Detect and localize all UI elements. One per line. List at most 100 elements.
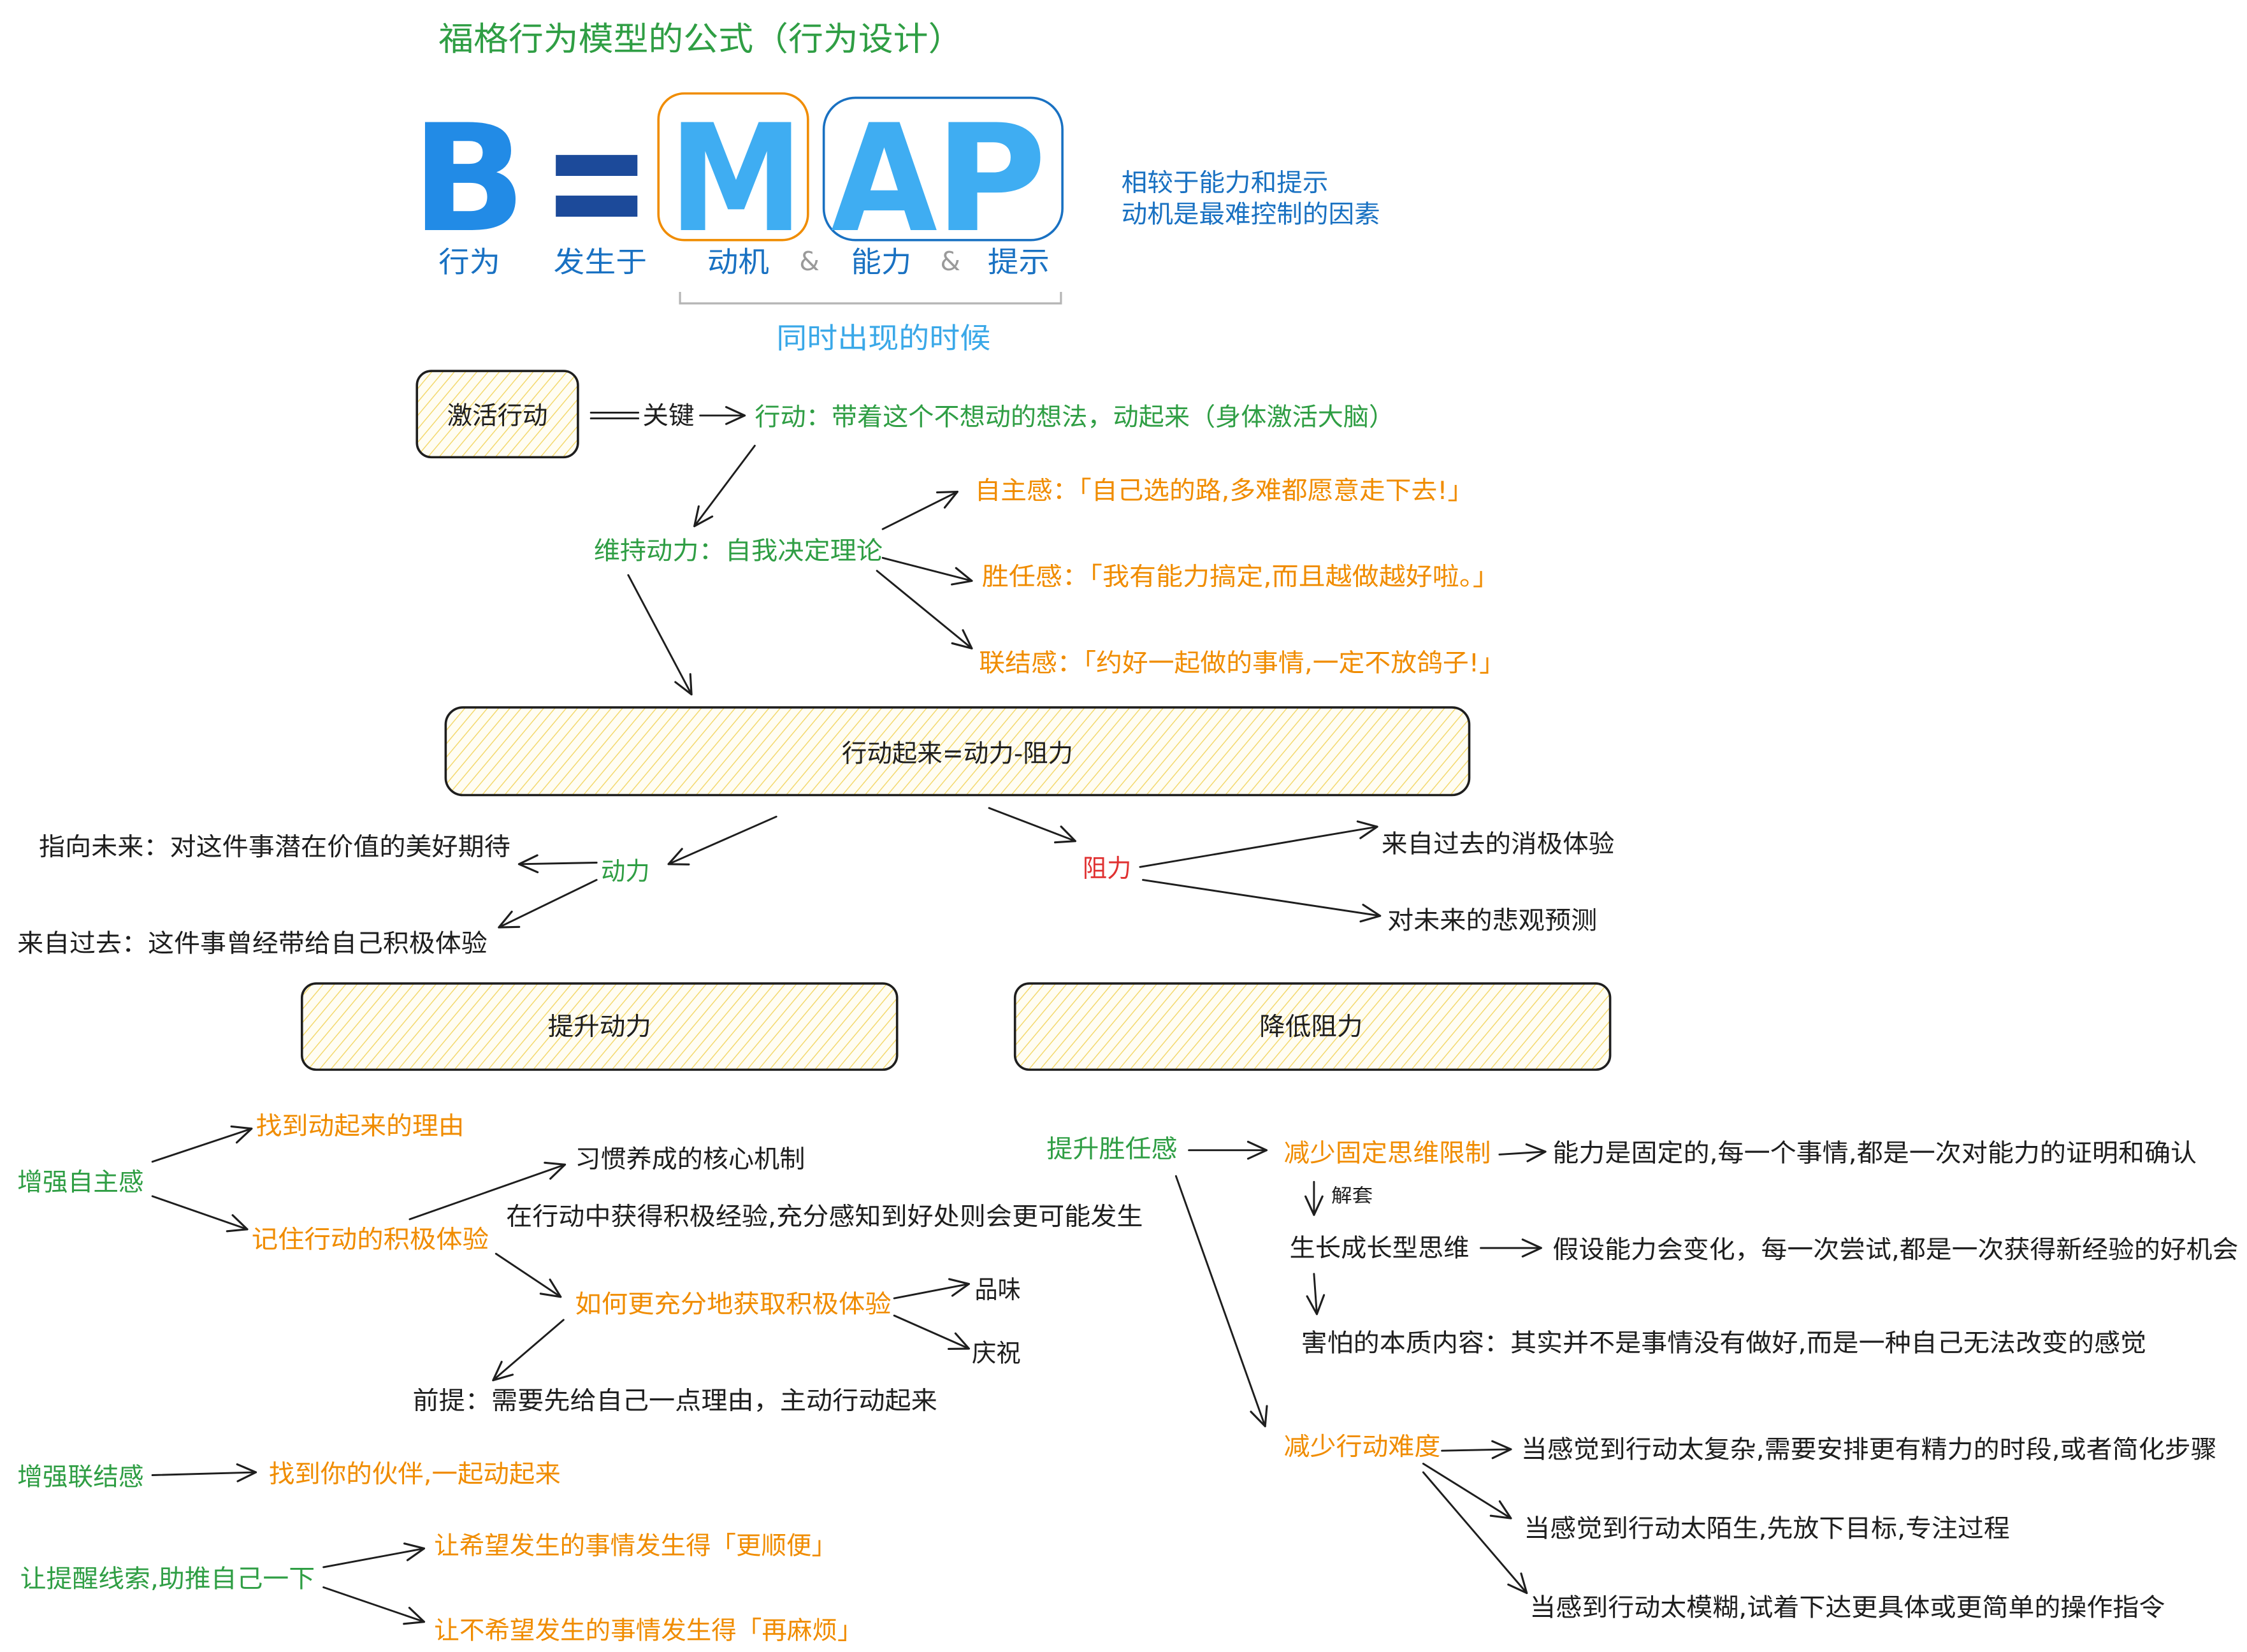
- reduce-resistance-box: [1013, 982, 1612, 1071]
- fixed-mindset-belief: 能力是固定的,每一个事情,都是一次对能力的证明和确认: [1552, 1139, 2197, 1168]
- caption-ability: 能力: [851, 245, 912, 279]
- reduce-resistance-label: 降低阻力: [1259, 1012, 1362, 1041]
- letter-m: M: [668, 92, 804, 265]
- difficulty-tip-complex: 当感觉到行动太复杂,需要安排更有精力的时段,或者简化步骤: [1521, 1435, 2217, 1464]
- resistance-source-past: 来自过去的消极体验: [1382, 830, 1614, 859]
- caption-motivation: 动机: [707, 245, 769, 279]
- arrow-difficulty-to-complex: [1441, 1440, 1512, 1460]
- relatedness-partner: 找到你的伙伴,一起动起来: [269, 1460, 561, 1489]
- prompts-label: 让提醒线索,助推自己一下: [20, 1564, 315, 1593]
- habit-core: 习惯养成的核心机制: [575, 1145, 805, 1174]
- equation-box-label: 行动起来=动力-阻力: [842, 739, 1073, 769]
- arrow-sustain-to-relatedness: [876, 570, 973, 649]
- arrow-remember-to-habit: [408, 1161, 567, 1221]
- caption-occurs: 发生于: [554, 245, 647, 279]
- prompts-harder: 让不希望发生的事情发生得「再麻烦」: [434, 1616, 862, 1646]
- resistance-source-future: 对未来的悲观预测: [1387, 906, 1597, 935]
- motivation-source-past: 来自过去：这件事曾经带给自己积极体验: [17, 929, 488, 958]
- arrow-equation-to-motivation: [667, 815, 777, 866]
- arrow-autonomy-to-reason: [151, 1125, 253, 1163]
- arrow-action-to-sustain: [693, 444, 756, 528]
- map-bracket: [679, 291, 1062, 305]
- fixed-mindset-label: 减少固定思维限制: [1284, 1139, 1491, 1168]
- need-autonomy: 自主感：「自己选的路,多难都愿意走下去!」: [975, 476, 1474, 505]
- arrow-sustain-to-equation: [627, 574, 693, 696]
- formula-note-line-2: 动机是最难控制的因素: [1122, 200, 1380, 229]
- growth-mindset-label: 生长成长型思维: [1290, 1234, 1470, 1263]
- autonomy-remember: 记住行动的积极体验: [252, 1225, 489, 1254]
- autonomy-reason: 找到动起来的理由: [256, 1112, 465, 1141]
- celebrate-label: 庆祝: [972, 1338, 1021, 1368]
- autonomy-branch: 增强自主感 找到动起来的理由 记住行动的积极体验 习惯养成的核心机制 在行动中获…: [17, 1112, 1143, 1416]
- arrow-difficulty-to-unfamiliar: [1422, 1463, 1512, 1519]
- motivation-label: 动力: [601, 857, 650, 887]
- difficulty-label: 减少行动难度: [1284, 1432, 1441, 1461]
- activate-box-label: 激活行动: [447, 401, 548, 430]
- formula-note-line-1: 相较于能力和提示: [1122, 168, 1329, 198]
- activate-connector-label: 关键: [642, 401, 694, 430]
- fear-essence: 害怕的本质内容：其实并不是事情没有做好,而是一种自己无法改变的感觉: [1301, 1329, 2146, 1358]
- bracket-label: 同时出现的时候: [776, 321, 990, 355]
- motivation-branch: 动力 指向未来：对这件事潜在价值的美好期待 来自过去：这件事曾经带给自己积极体验: [17, 815, 777, 958]
- arrow-competence-to-difficulty: [1174, 1175, 1268, 1428]
- growth-mindset-belief: 假设能力会变化，每一次尝试,都是一次获得新经验的好机会: [1552, 1235, 2238, 1264]
- autonomy-label: 增强自主感: [17, 1168, 144, 1197]
- ability-prompt-frame: [822, 96, 1064, 242]
- equation-box: [444, 706, 1471, 797]
- equals-sign: =: [542, 73, 651, 286]
- how-to-savor-experience: 如何更充分地获取积极体验: [575, 1290, 891, 1319]
- arrow-motivation-to-past: [498, 879, 598, 929]
- activate-section: 激活行动 关键 行动：带着这个不想动的想法，动起来（身体激活大脑）: [415, 370, 1394, 528]
- need-competence: 胜任感：「我有能力搞定,而且越做越好啦。」: [982, 562, 1499, 591]
- need-relatedness: 联结感：「约好一起做的事情,一定不放鸽子!」: [979, 648, 1505, 677]
- savor-label: 品味: [975, 1275, 1021, 1305]
- competence-branch: 提升胜任感 减少固定思维限制 能力是固定的,每一个事情,都是一次对能力的证明和确…: [1046, 1134, 2238, 1428]
- relatedness-branch: 增强联结感 找到你的伙伴,一起动起来: [17, 1460, 561, 1492]
- difficulty-tip-vague: 当感到行动太模糊,试着下达更具体或更简单的操作指令: [1529, 1593, 2165, 1623]
- boost-motivation-label: 提升动力: [548, 1012, 651, 1041]
- difficulty-tip-unfamiliar: 当感觉到行动太陌生,先放下目标,专注过程: [1524, 1514, 2009, 1544]
- arrow-sustain-to-autonomy: [881, 490, 959, 530]
- arrow-autonomy-to-remember: [151, 1195, 249, 1233]
- arrow-prompts-to-easier: [322, 1542, 426, 1569]
- prompts-easier: 让希望发生的事情发生得「更顺便」: [434, 1532, 837, 1561]
- caption-behavior: 行为: [438, 245, 500, 279]
- arrow-sustain-to-competence: [881, 556, 973, 586]
- arrow-relatedness-to-partner: [151, 1463, 257, 1482]
- arrow-remember-to-how: [495, 1252, 562, 1298]
- difficulty-branch: 减少行动难度 当感觉到行动太复杂,需要安排更有精力的时段,或者简化步骤 当感觉到…: [1284, 1432, 2217, 1623]
- habit-note: 在行动中获得积极经验,充分感知到好处则会更可能发生: [506, 1202, 1143, 1231]
- arrow-fixed-mindset-to-belief: [1498, 1143, 1547, 1163]
- prompts-branch: 让提醒线索,助推自己一下 让希望发生的事情发生得「更顺便」 让不希望发生的事情发…: [20, 1532, 863, 1646]
- arrow-motivation-to-future: [517, 854, 598, 874]
- boost-motivation-box: [300, 982, 899, 1071]
- letter-a: A: [831, 92, 937, 265]
- arrow-growth-to-fear: [1306, 1273, 1326, 1315]
- competence-label: 提升胜任感: [1046, 1134, 1177, 1164]
- formula: B = M A P 行为 发生于 动机 & 能力 & 提示 同时出现的时候 相较…: [411, 73, 1380, 355]
- letter-p: P: [934, 92, 1046, 265]
- activate-box: [415, 370, 579, 459]
- ampersand-1: &: [799, 246, 820, 277]
- arrow-how-to-premise: [492, 1319, 565, 1382]
- arrow-equation-to-resistance: [988, 807, 1076, 844]
- ampersand-2: &: [940, 246, 960, 277]
- sustain-label: 维持动力：自我决定理论: [594, 537, 883, 566]
- arrow-resistance-to-future: [1141, 879, 1382, 923]
- arrow-how-to-savor: [893, 1278, 971, 1300]
- motivation-frame: [657, 92, 809, 242]
- arrow-difficulty-to-vague: [1422, 1471, 1528, 1595]
- diagram-title: 福格行为模型的公式（行为设计）: [438, 20, 963, 59]
- unlock-label: 解套: [1331, 1185, 1373, 1206]
- arrow-prompts-to-harder: [322, 1586, 426, 1625]
- resistance-branch: 阻力 来自过去的消极体验 对未来的悲观预测: [988, 807, 1614, 935]
- letter-b: B: [411, 92, 526, 265]
- motivation-source-future: 指向未来：对这件事潜在价值的美好期待: [39, 832, 510, 862]
- arrow-resistance-to-past: [1139, 820, 1378, 868]
- resistance-label: 阻力: [1083, 854, 1132, 883]
- caption-prompt: 提示: [988, 245, 1050, 279]
- arrow-how-to-celebrate: [893, 1314, 971, 1351]
- action-label: 行动：带着这个不想动的想法，动起来（身体激活大脑）: [755, 403, 1394, 432]
- sustain-section: 维持动力：自我决定理论 自主感：「自己选的路,多难都愿意走下去!」 胜任感：「我…: [594, 476, 1505, 696]
